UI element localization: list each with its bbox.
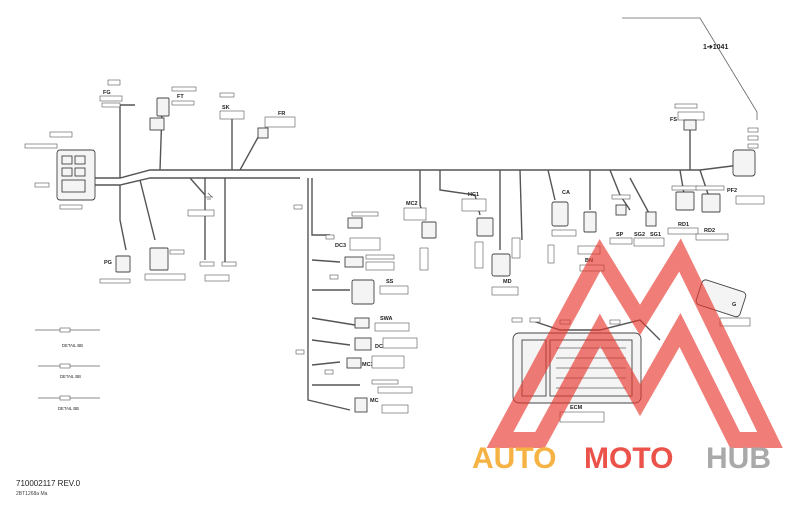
rd-group: RD1 RD2 [667, 185, 729, 241]
branch-ca [547, 169, 556, 201]
branch-ground [189, 177, 206, 196]
drawing-number: 710002117 REV.0 [16, 479, 81, 488]
branch-lower-connector [139, 179, 156, 241]
branch-swa [311, 317, 356, 326]
dc-label: DC [375, 344, 383, 350]
fs-label: FS [670, 117, 677, 123]
detail-callouts: DETAIL BB DETAIL BB DETAIL BB [35, 327, 100, 411]
sg2-label: SG2 [634, 232, 645, 238]
fs-connector: FS [670, 103, 705, 131]
mc2-label: MC2 [406, 201, 418, 207]
fg-connector: FG [99, 79, 123, 108]
drawing-subcode: 2BT1268a Ma [16, 491, 48, 497]
dc3-label: DC3 [335, 243, 346, 249]
sp-label: SP [616, 232, 624, 238]
main-trunk [92, 164, 741, 179]
mc2-hc1-group: MC2 HC1 [403, 192, 494, 271]
hc1-label: HC1 [468, 192, 479, 198]
ground-symbols [187, 192, 237, 282]
pg-label: PG [104, 260, 112, 266]
watermark-moto: MOTO [584, 442, 673, 475]
sk-label: SK [222, 105, 230, 111]
rd1-label: RD1 [678, 222, 689, 228]
branch-520 [519, 169, 523, 241]
ca-label: CA [562, 190, 570, 196]
sp-sg-group: SP SG2 SG1 [609, 194, 665, 247]
center-connectors: DC3 SS SWA DC MC1 MC [335, 211, 418, 414]
page-ref-leader [622, 17, 758, 120]
vertical-tag-column [293, 204, 339, 375]
fr-label: FR [278, 111, 285, 117]
fuse-box [56, 149, 96, 201]
branch-mc1 [311, 361, 341, 366]
lower-connector [144, 247, 186, 281]
branch-dc3 [311, 178, 330, 236]
md-connector: MD [491, 237, 521, 296]
g-label: G [732, 302, 736, 308]
detail-label-1: DETAIL BB [62, 343, 83, 348]
branch-sg [629, 177, 651, 216]
swa-label: SWA [380, 316, 393, 322]
detail-label-2: DETAIL BB [60, 374, 81, 379]
sk-connector: SK [219, 92, 245, 120]
ca-connector: CA [547, 190, 577, 264]
branch-sp [609, 169, 631, 211]
mc-label: MC [370, 398, 379, 404]
watermark-logo: AUTO MOTO HUB [472, 238, 783, 475]
page-reference: 1➔1041 [703, 44, 729, 51]
md-label: MD [503, 279, 512, 285]
fg-label: FG [103, 90, 111, 96]
branch-ss [311, 259, 341, 263]
fr-connector: FR [257, 111, 296, 139]
branch-dc [311, 339, 351, 346]
ss-label: SS [386, 279, 394, 285]
center-bundle [307, 178, 351, 411]
branch-pg [119, 185, 127, 251]
pg-connector: PG [99, 255, 131, 284]
ecm-label: ECM [570, 405, 583, 411]
pf2-label: PF2 [727, 188, 737, 194]
watermark-auto: AUTO [472, 442, 556, 475]
rd2-label: RD2 [704, 228, 715, 234]
watermark-hub: HUB [706, 442, 771, 475]
fuse-box-tags [24, 131, 83, 210]
ft-connector: FT [149, 86, 197, 131]
branch-fg [119, 104, 135, 178]
sg1-label: SG1 [650, 232, 661, 238]
detail-label-3: DETAIL BB [58, 406, 79, 411]
mc1-label: MC1 [362, 362, 374, 368]
pf-group: PF2 [727, 127, 765, 205]
ft-label: FT [177, 94, 184, 100]
